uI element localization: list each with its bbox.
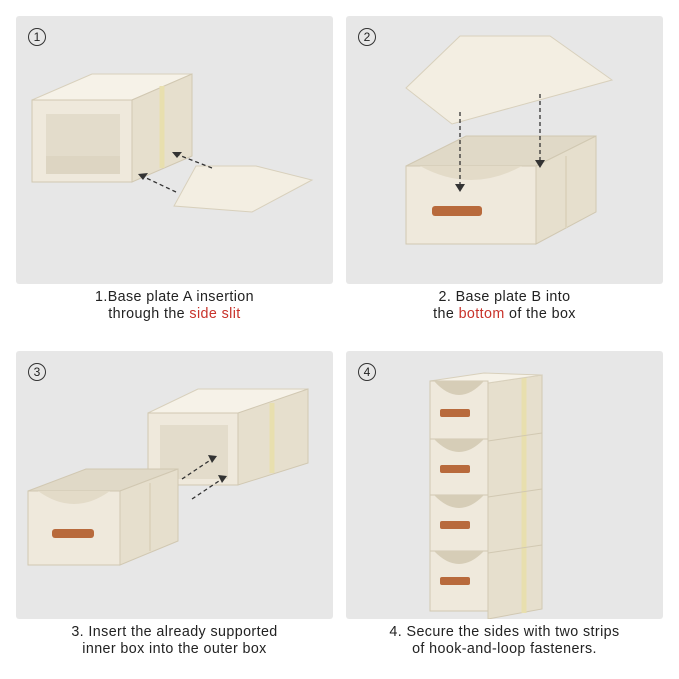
step-4-caption: 4. Secure the sides with two strips of h…: [346, 624, 663, 658]
step-number-badge: 4: [358, 363, 376, 381]
step-number-badge: 2: [358, 28, 376, 46]
step-1-panel: 1: [16, 16, 333, 284]
caption-text: the: [433, 306, 459, 322]
box-handle: [52, 529, 94, 538]
caption-highlight: bottom: [458, 306, 505, 322]
caption-text: inner box into the outer box: [82, 641, 267, 657]
stacked-drawer-tower: [429, 372, 543, 619]
caption-line-1: 4. Secure the sides with two strips: [389, 624, 620, 640]
step-3-panel: 3: [16, 351, 333, 619]
base-plate-a: [173, 165, 314, 213]
caption-line-2: through the side slit: [16, 306, 333, 323]
step-1-illustration: [31, 73, 314, 213]
drop-arrows: [459, 94, 541, 186]
caption-text: of the box: [504, 306, 576, 322]
step-2-panel: 2: [346, 16, 663, 284]
caption-line-1: 2. Base plate B into: [438, 289, 571, 305]
step-3-illustration: [27, 388, 309, 566]
step-4-illustration: [429, 372, 543, 619]
step-4-panel: 4: [346, 351, 663, 619]
step-1-caption: 1.Base plate A insertion through the sid…: [16, 289, 333, 323]
caption-line-2: the bottom of the box: [346, 306, 663, 323]
step-number-badge: 3: [28, 363, 46, 381]
open-top-box: [405, 135, 597, 245]
drawer-4: [429, 550, 489, 612]
step-number-badge: 1: [28, 28, 46, 46]
step-3-caption: 3. Insert the already supported inner bo…: [16, 624, 333, 658]
inner-box: [27, 468, 179, 566]
caption-highlight: side slit: [189, 306, 241, 322]
drawer-2: [429, 438, 489, 496]
insert-arrows: [181, 458, 223, 500]
step-2-illustration: [405, 35, 614, 245]
box-handle: [432, 206, 482, 216]
caption-line-1: 1.Base plate A insertion: [94, 289, 255, 305]
open-box-outer: [31, 73, 193, 183]
drawer-3: [429, 494, 489, 552]
base-plate-b: [405, 35, 614, 125]
caption-text: of hook-and-loop fasteners.: [412, 641, 597, 657]
caption-text: through the: [108, 306, 190, 322]
step-2-caption: 2. Base plate B into the bottom of the b…: [346, 289, 663, 323]
caption-line-2: inner box into the outer box: [16, 641, 333, 658]
insertion-arrows: [141, 153, 213, 193]
outer-box: [147, 388, 309, 486]
caption-line-2: of hook-and-loop fasteners.: [346, 641, 663, 658]
caption-line-1: 3. Insert the already supported: [71, 624, 278, 640]
drawer-1: [429, 380, 489, 440]
